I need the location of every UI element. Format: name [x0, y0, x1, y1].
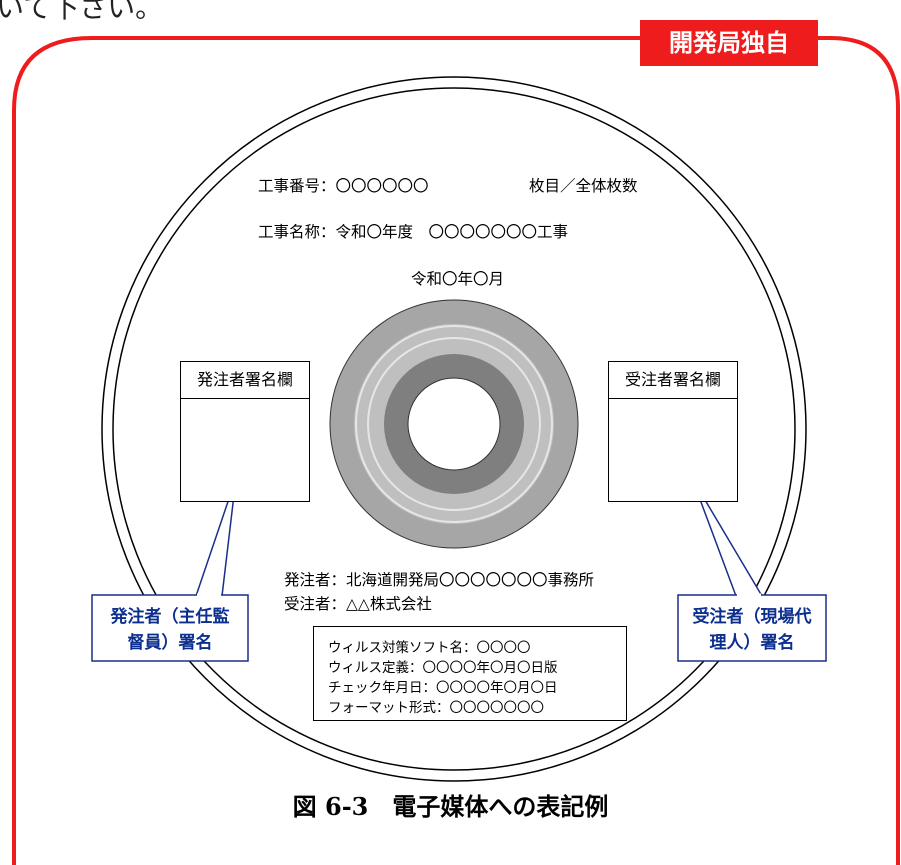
virus-software-name: ウィルス対策ソフト名：〇〇〇〇	[328, 640, 531, 656]
sheet-count: 枚目／全体枚数	[529, 177, 638, 195]
virus-definition: ウィルス定義：〇〇〇〇年〇月〇日版	[328, 660, 558, 676]
construction-name: 工事名称：令和〇年度 〇〇〇〇〇〇〇工事	[258, 223, 569, 241]
callout-left-text: 発注者（主任監 督員）署名	[92, 604, 248, 656]
figure-caption: 図 6-3 電子媒体への表記例	[292, 792, 609, 821]
date-line: 令和〇年〇月	[411, 270, 505, 288]
construction-number: 工事番号：〇〇〇〇〇〇	[258, 177, 429, 195]
virus-info-box: ウィルス対策ソフト名：〇〇〇〇 ウィルス定義：〇〇〇〇年〇月〇日版 チェック年月…	[313, 626, 627, 721]
check-date: チェック年月日：〇〇〇〇年〇月〇日	[328, 680, 558, 696]
callout-left-line1: 発注者（主任監	[110, 607, 230, 627]
top-partial-text: いて下さい。	[0, 0, 164, 24]
callout-right-text: 受注者（現場代 理人）署名	[678, 604, 826, 656]
callout-right-line1: 受注者（現場代	[692, 607, 812, 627]
hub-ring-line-inner	[367, 337, 541, 511]
contractor-signature-label: 受注者署名欄	[609, 362, 737, 399]
format-type: フォーマット形式：〇〇〇〇〇〇〇	[328, 700, 544, 716]
red-frame	[12, 36, 900, 865]
hub-ring-line-outer	[355, 325, 553, 523]
contractor-line: 受注者：△△株式会社	[284, 595, 432, 613]
callout-left-line2: 督員）署名	[127, 633, 213, 653]
orderer-signature-label: 発注者署名欄	[181, 362, 309, 399]
contractor-signature-box: 受注者署名欄	[608, 361, 738, 502]
orderer-signature-box: 発注者署名欄	[180, 361, 310, 502]
hub-hole	[407, 377, 501, 471]
callout-right-line2: 理人）署名	[709, 633, 795, 653]
orderer-line: 発注者：北海道開発局〇〇〇〇〇〇〇事務所	[284, 571, 595, 589]
badge-development-bureau: 開発局独自	[640, 20, 818, 66]
